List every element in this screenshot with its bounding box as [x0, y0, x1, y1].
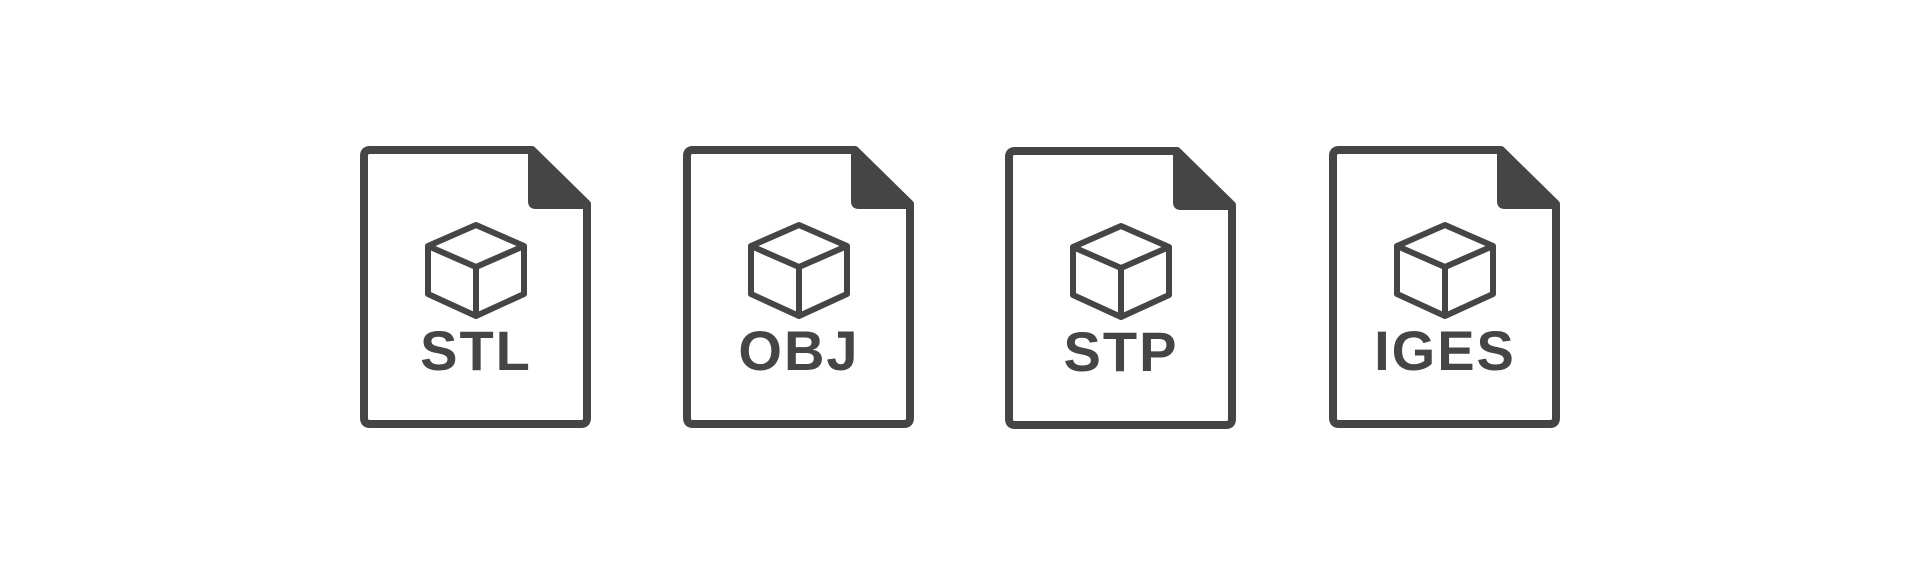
- file-format-label: OBJ: [738, 319, 860, 382]
- file-format-label: IGES: [1374, 319, 1516, 382]
- document-outline-icon: [1329, 146, 1560, 428]
- document-outline-icon: [360, 146, 591, 428]
- document-outline-icon: [1005, 147, 1236, 429]
- cube-icon: [425, 222, 527, 319]
- document-outline-icon: [683, 146, 914, 428]
- cube-icon: [1070, 223, 1172, 320]
- stl-file-icon: STL: [356, 146, 596, 436]
- stp-file-icon: STP: [1001, 147, 1241, 437]
- file-format-label: STP: [1063, 320, 1179, 383]
- file-format-label: STL: [420, 319, 532, 382]
- cube-icon: [748, 222, 850, 319]
- iges-file-icon: IGES: [1325, 146, 1565, 436]
- cube-icon: [1394, 222, 1496, 319]
- obj-file-icon: OBJ: [679, 146, 919, 436]
